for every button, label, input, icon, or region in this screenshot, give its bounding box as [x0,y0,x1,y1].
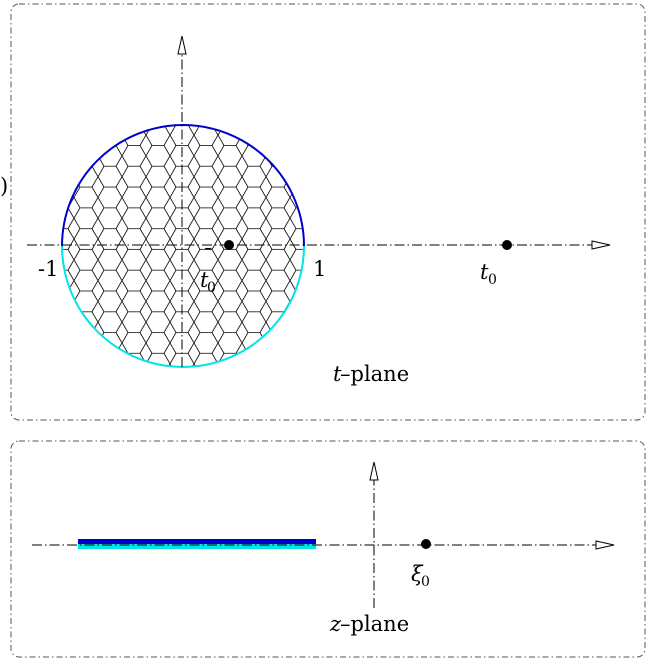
t0-bar-point [224,240,234,250]
svg-text:t: t [333,362,342,386]
t0-point [502,240,512,250]
svg-text:0: 0 [488,272,497,288]
svg-text:ξ: ξ [411,562,424,586]
t0-label: t 0 [480,260,497,288]
svg-text:0: 0 [207,280,216,296]
xi0-label: ξ 0 [411,562,430,590]
tick-label-minus-one: -1 [38,257,58,281]
z-plane-title: z –plane [329,612,409,636]
svg-text:z: z [329,612,342,636]
t0-bar-label: ¯ t 0 [200,245,216,296]
t-plane-frame [10,3,646,421]
svg-text:t: t [480,260,489,284]
left-partial-label: ) [0,174,8,198]
branch-cut-lower-edge [78,544,316,549]
t-real-axis-arrow [591,240,611,250]
xi0-point [421,539,431,549]
lower-semicircle-arc [61,245,305,368]
hex-grid-fill [62,125,304,367]
svg-text:¯: ¯ [203,245,214,269]
branch-cut-upper-edge [78,539,316,544]
tick-label-one: 1 [313,257,326,281]
upper-semicircle-arc [61,124,305,247]
t-plane-panel: ) -1 1 t 0 ¯ t 0 t –plane [0,3,646,421]
svg-text:–plane: –plane [340,612,409,636]
svg-text:0: 0 [421,574,430,590]
z-plane-panel: ξ 0 z –plane [10,440,646,658]
t-imag-axis-arrow [177,35,187,55]
svg-text:–plane: –plane [340,362,409,386]
svg-text:t: t [200,268,209,292]
unit-disc [62,125,304,367]
t-plane-title: t –plane [333,362,409,386]
z-real-axis-arrow [595,540,615,550]
z-plane-frame [10,440,646,658]
z-imag-axis-arrow [369,461,379,481]
